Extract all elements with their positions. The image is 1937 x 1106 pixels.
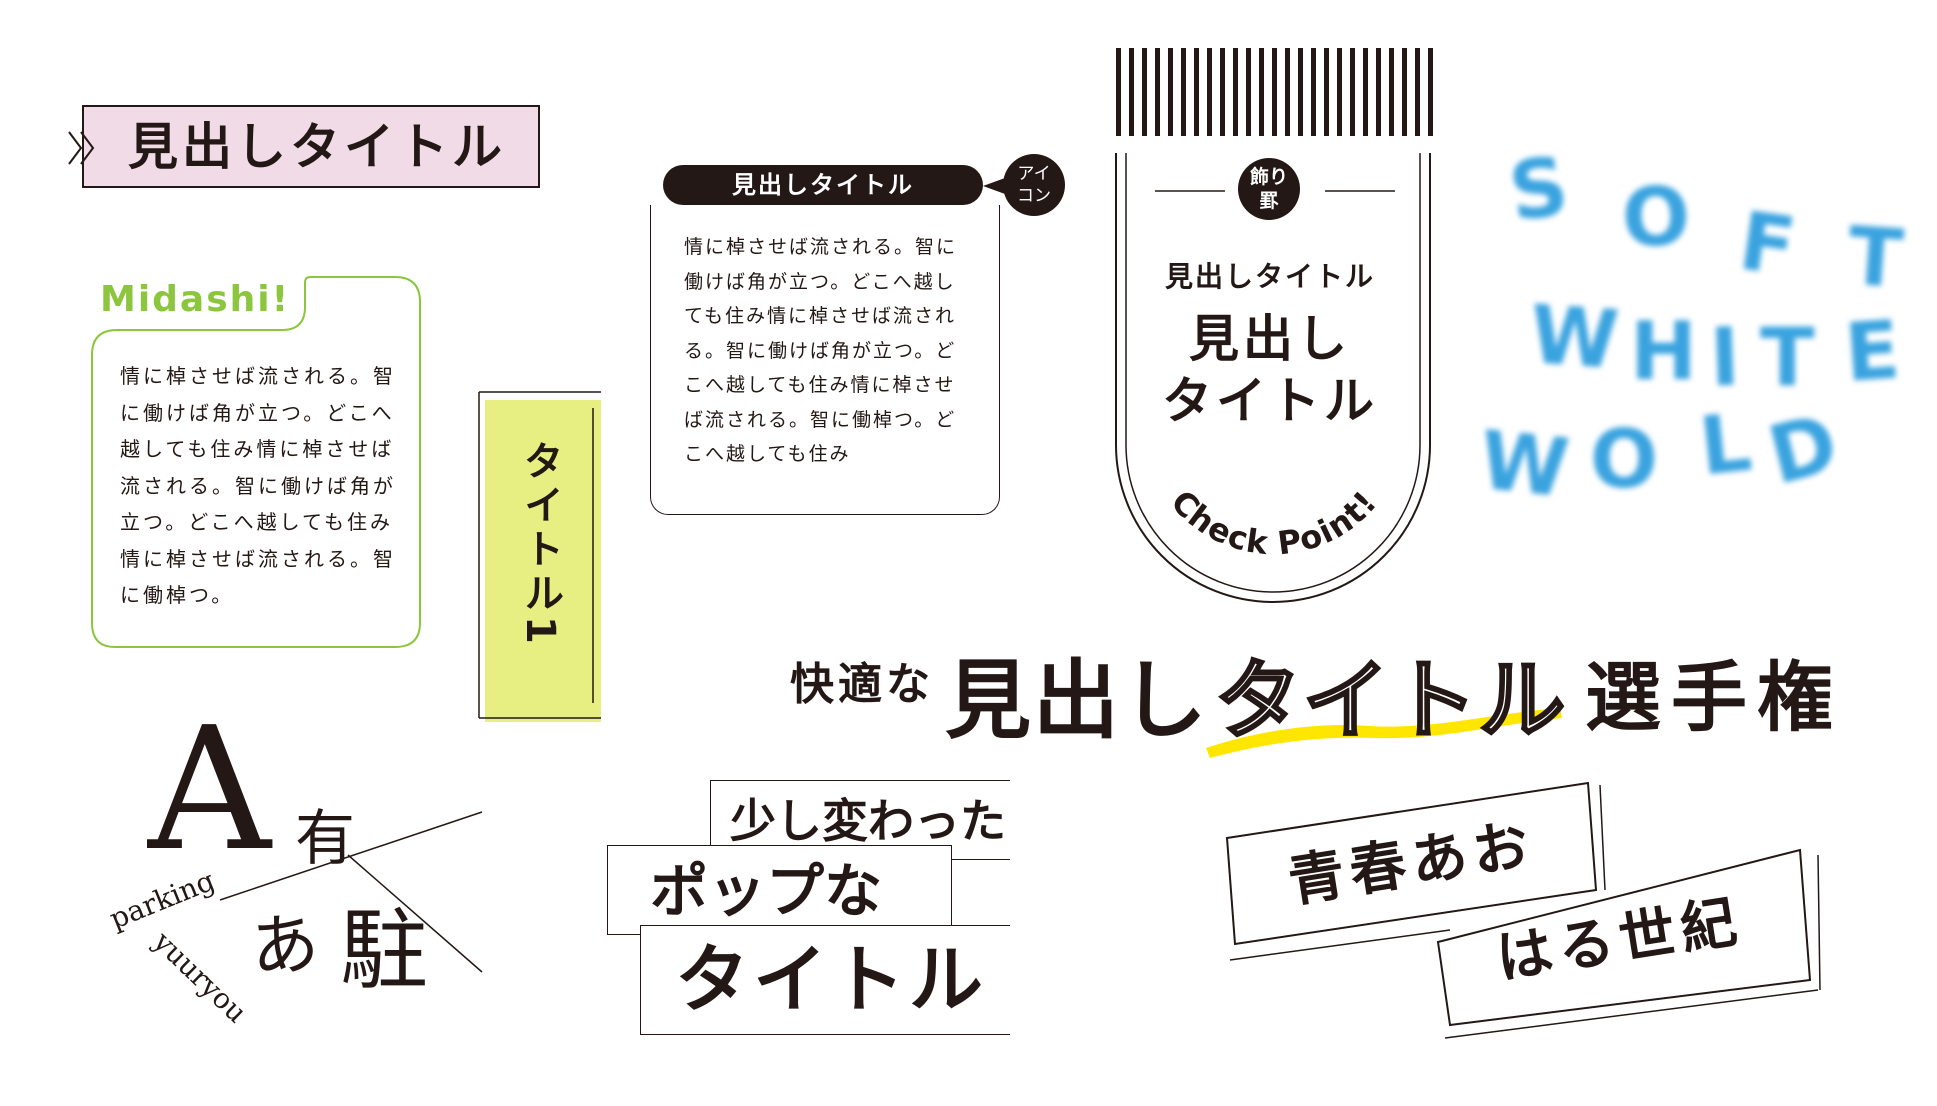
decor-badge-label: 飾り罫	[1249, 166, 1288, 212]
icon-badge: アイコン	[1003, 154, 1065, 216]
pink-heading-title: 見出しタイトル	[128, 118, 506, 176]
championship-suffix: 選手権	[1585, 653, 1843, 742]
pill-content-box	[650, 205, 1000, 515]
soft-letter: T	[1844, 209, 1906, 306]
midashi-speech-frame	[91, 276, 421, 648]
arch-small-title: 見出しタイトル	[1164, 260, 1375, 293]
slanted-boxes	[1225, 781, 1821, 1039]
double-chevron-right-icon	[68, 131, 95, 165]
midashi-tab-label: Midashi!	[100, 279, 291, 320]
pink-heading-box	[82, 105, 540, 188]
serif-kanji-top: 有	[295, 804, 355, 874]
check-point-arch: Check Point!	[1115, 48, 1433, 603]
arch-big-title-line1: 見出し	[1189, 310, 1351, 368]
pop-line-1: 少し変わった	[730, 794, 1006, 848]
soft-letter: D	[1759, 396, 1847, 503]
soft-letter: L	[1695, 395, 1756, 494]
pill-body-text: 情に棹させば流される。智に働けば角が立つ。どこへ越しても住み情に棹させば流される…	[684, 236, 958, 465]
arch-big-title: 見出し タイトル	[1100, 308, 1440, 432]
serif-kanji-right: 駐	[340, 899, 429, 1002]
vertical-title-yellow-bg	[485, 400, 601, 722]
championship-main: 見出し	[945, 650, 1209, 751]
check-point-curved-text: Check Point!	[1163, 483, 1384, 563]
pop-line-3: タイトル	[675, 937, 987, 1023]
championship-outlined: タイトル	[1214, 650, 1567, 753]
soft-letter: F	[1733, 194, 1801, 295]
arch-big-title-line2: タイトル	[1162, 372, 1378, 430]
serif-diagonal-lines	[219, 811, 483, 973]
pill-heading: 見出しタイトル	[663, 165, 983, 205]
pop-box-2	[607, 845, 952, 935]
pop-box-3	[640, 925, 1010, 1035]
stripe-decoration	[1116, 48, 1433, 136]
soft-letter: H	[1630, 305, 1697, 398]
vertical-title-frame-lines	[478, 391, 601, 719]
championship-prefix: 快適な	[790, 659, 934, 710]
pop-line-2: ポップな	[650, 857, 883, 925]
soft-letter: O	[1590, 413, 1659, 506]
decor-badge: 飾り罫	[1238, 158, 1300, 220]
soft-letter: O	[1620, 169, 1692, 266]
soft-letter: I	[1708, 310, 1742, 405]
speech-pointer-icon	[983, 178, 1005, 194]
vertical-title-text: タイトル1	[517, 440, 563, 648]
serif-big-letter: A	[148, 691, 271, 889]
soft-letter: S	[1503, 139, 1574, 240]
soft-letter: E	[1841, 303, 1903, 400]
midashi-body-text: 情に棹させば流される。智に働けば角が立つ。どこへ越しても住み情に棹させば流される…	[120, 364, 396, 607]
icon-badge-label: アイコン	[1017, 164, 1051, 206]
soft-letter: W	[1475, 413, 1573, 516]
soft-letter: W	[1526, 288, 1622, 387]
yellow-brush-stroke	[1206, 708, 1562, 758]
soft-letter: T	[1760, 311, 1815, 404]
serif-kanji-left: あ	[246, 903, 323, 990]
